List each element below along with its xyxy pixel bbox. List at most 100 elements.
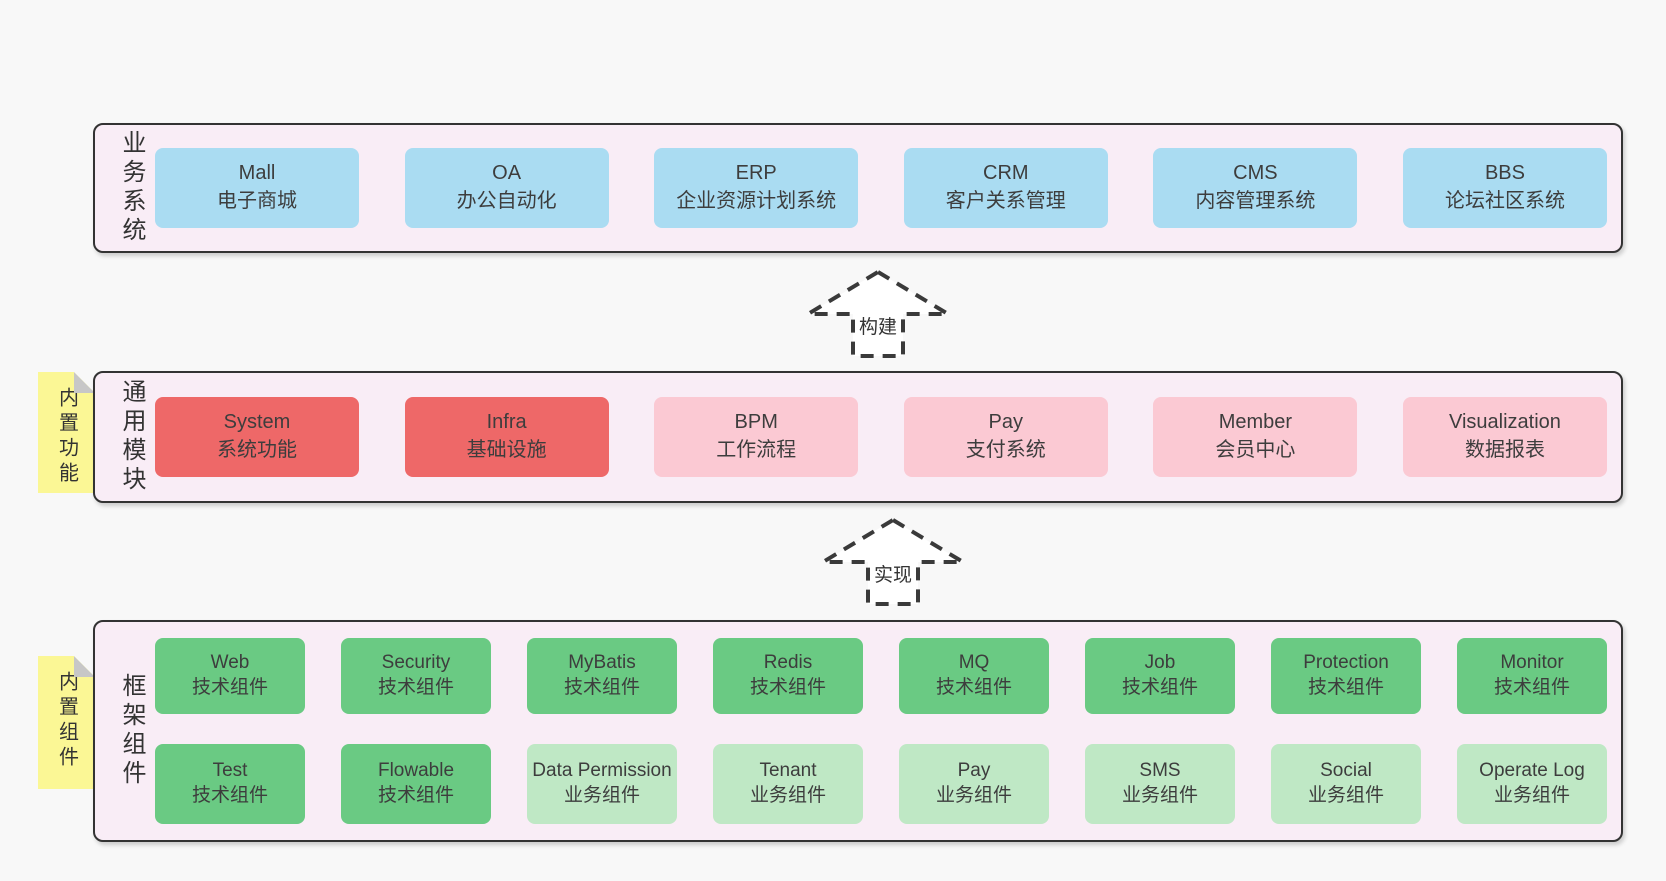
box-title: ERP (735, 162, 777, 185)
box-title: CMS (1233, 162, 1278, 185)
box-subtitle: 技术组件 (749, 677, 826, 698)
box-operate-log: Operate Log 业务组件 (1457, 744, 1607, 824)
band-framework-components: 框架组件 Web 技术组件 Security 技术组件 MyBatis 技术组件… (93, 620, 1623, 842)
box-title: CRM (983, 162, 1029, 185)
box-protection: Protection 技术组件 (1271, 638, 1421, 714)
band-content: Web 技术组件 Security 技术组件 MyBatis 技术组件 Redi… (143, 622, 1621, 840)
box-subtitle: 技术组件 (191, 677, 268, 698)
box-subtitle: 企业资源计划系统 (676, 190, 837, 212)
band-business-systems: 业务系统 Mall 电子商城 OA 办公自动化 ERP 企业资源计划系统 CRM… (93, 123, 1623, 253)
box-bbs: BBS 论坛社区系统 (1402, 148, 1607, 228)
box-title: MyBatis (568, 652, 636, 674)
box-subtitle: 技术组件 (1493, 677, 1570, 698)
box-title: MQ (958, 652, 990, 674)
box-test: Test 技术组件 (155, 744, 305, 824)
box-title: Mall (238, 162, 276, 185)
box-subtitle: 论坛社区系统 (1444, 190, 1565, 212)
box-redis: Redis 技术组件 (713, 638, 863, 714)
box-subtitle: 技术组件 (1121, 677, 1198, 698)
box-title: Member (1218, 411, 1293, 434)
box-mybatis: MyBatis 技术组件 (527, 638, 677, 714)
box-tenant: Tenant 业务组件 (713, 744, 863, 824)
box-subtitle: 系统功能 (217, 439, 297, 461)
box-subtitle: 业务组件 (749, 785, 826, 806)
box-title: OA (492, 162, 522, 185)
box-title: Infra (486, 411, 527, 434)
box-title: BPM (734, 411, 778, 434)
box-title: Protection (1303, 652, 1389, 674)
folded-corner-icon (74, 372, 95, 393)
sticky-note-built-in-components: 内置组件 (38, 656, 95, 789)
box-member: Member 会员中心 (1153, 397, 1358, 477)
sticky-note-built-in-features: 内置功能 (38, 372, 95, 493)
box-subtitle: 工作流程 (716, 439, 797, 461)
box-infra: Infra 基础设施 (404, 397, 609, 477)
box-mall: Mall 电子商城 (155, 148, 359, 228)
box-social: Social 业务组件 (1271, 744, 1421, 824)
box-pay-system: Pay 支付系统 (903, 397, 1108, 477)
box-title: SMS (1139, 760, 1181, 782)
folded-corner-icon (74, 656, 95, 677)
box-title: Operate Log (1479, 760, 1585, 782)
box-row: System 系统功能 Infra 基础设施 BPM 工作流程 Pay 支付系统… (155, 397, 1607, 477)
box-subtitle: 客户关系管理 (945, 190, 1066, 212)
box-mq: MQ 技术组件 (899, 638, 1049, 714)
box-subtitle: 电子商城 (217, 190, 297, 212)
band-common-modules: 通用模块 System 系统功能 Infra 基础设施 BPM 工作流程 Pay… (93, 371, 1623, 503)
box-monitor: Monitor 技术组件 (1457, 638, 1607, 714)
box-title: Tenant (759, 760, 817, 782)
box-erp: ERP 企业资源计划系统 (654, 148, 859, 228)
band-label: 框架组件 (118, 673, 145, 789)
box-subtitle: 技术组件 (377, 677, 454, 698)
box-visualization: Visualization 数据报表 (1402, 397, 1607, 477)
box-subtitle: 办公自动化 (456, 190, 557, 212)
box-job: Job 技术组件 (1085, 638, 1235, 714)
box-title: Flowable (377, 760, 455, 782)
box-cms: CMS 内容管理系统 (1153, 148, 1358, 228)
sticky-note-label: 内置组件 (55, 671, 78, 771)
box-title: Security (381, 652, 451, 674)
box-sms: SMS 业务组件 (1085, 744, 1235, 824)
arrow-label: 实现 (870, 560, 916, 587)
box-subtitle: 基础设施 (466, 439, 547, 461)
box-title: Pay (957, 760, 991, 782)
arrow-up-implement: 实现 (813, 516, 973, 610)
arrow-label: 构建 (855, 312, 901, 339)
box-subtitle: 数据报表 (1464, 439, 1545, 461)
box-subtitle: 技术组件 (563, 677, 640, 698)
box-title: Redis (763, 652, 813, 674)
box-row: Mall 电子商城 OA 办公自动化 ERP 企业资源计划系统 CRM 客户关系… (155, 148, 1607, 228)
box-title: BBS (1484, 162, 1525, 185)
box-subtitle: 技术组件 (377, 785, 454, 806)
sticky-note-label: 内置功能 (55, 387, 78, 487)
box-subtitle: 业务组件 (1307, 785, 1384, 806)
box-title: Social (1320, 760, 1372, 782)
box-bpm: BPM 工作流程 (654, 397, 859, 477)
box-subtitle: 会员中心 (1215, 439, 1296, 461)
box-subtitle: 支付系统 (965, 439, 1046, 461)
box-subtitle: 业务组件 (1493, 785, 1570, 806)
band-label: 通用模块 (118, 379, 145, 495)
band-label: 业务系统 (118, 130, 145, 246)
box-pay-component: Pay 业务组件 (899, 744, 1049, 824)
box-data-permission: Data Permission 业务组件 (527, 744, 677, 824)
band-content: Mall 电子商城 OA 办公自动化 ERP 企业资源计划系统 CRM 客户关系… (143, 125, 1621, 251)
box-title: Web (210, 652, 250, 674)
box-crm: CRM 客户关系管理 (903, 148, 1108, 228)
box-row: Test 技术组件 Flowable 技术组件 Data Permission … (155, 744, 1607, 824)
box-subtitle: 内容管理系统 (1195, 190, 1316, 212)
band-content: System 系统功能 Infra 基础设施 BPM 工作流程 Pay 支付系统… (143, 373, 1621, 501)
box-title: System (223, 411, 291, 434)
box-subtitle: 业务组件 (935, 785, 1012, 806)
box-web: Web 技术组件 (155, 638, 305, 714)
box-flowable: Flowable 技术组件 (341, 744, 491, 824)
box-title: Pay (988, 411, 1024, 434)
box-row: Web 技术组件 Security 技术组件 MyBatis 技术组件 Redi… (155, 638, 1607, 714)
box-security: Security 技术组件 (341, 638, 491, 714)
box-subtitle: 技术组件 (1307, 677, 1384, 698)
box-subtitle: 业务组件 (563, 785, 640, 806)
box-subtitle: 技术组件 (935, 677, 1012, 698)
box-system: System 系统功能 (155, 397, 359, 477)
box-subtitle: 业务组件 (1121, 785, 1198, 806)
box-title: Visualization (1449, 411, 1561, 434)
